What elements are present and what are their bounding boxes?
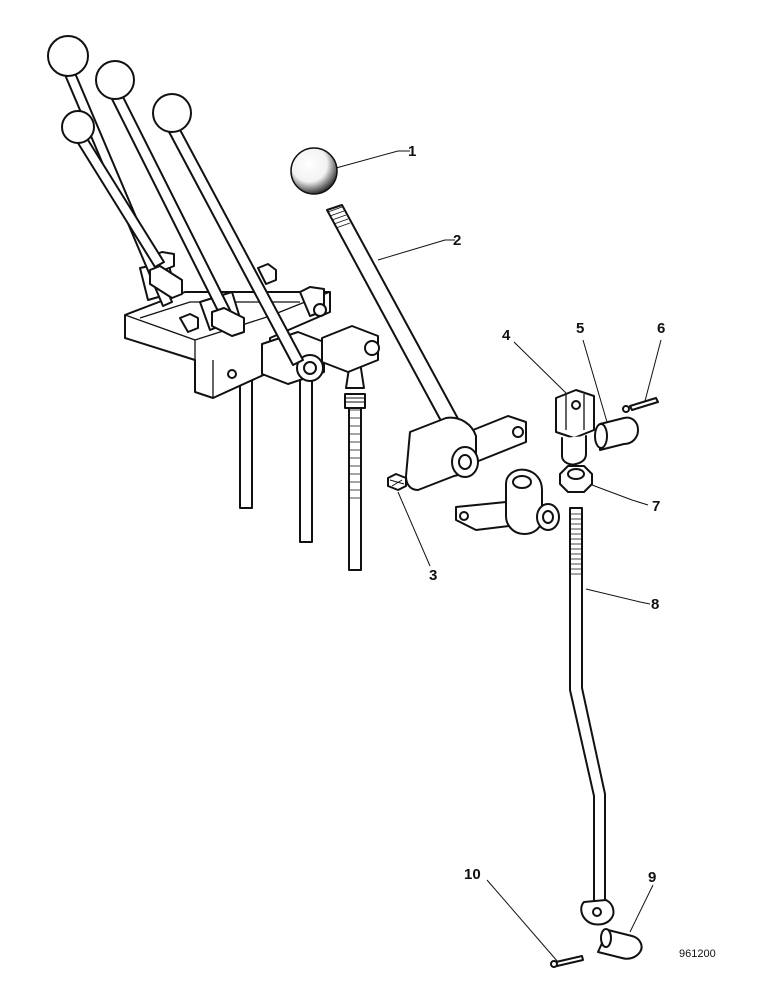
nut-part-7 xyxy=(559,465,593,493)
lever-knob xyxy=(152,93,192,133)
callout-10: 10 xyxy=(464,866,481,883)
existing-levers xyxy=(47,35,304,366)
callout-9: 9 xyxy=(648,869,656,886)
callout-5: 5 xyxy=(576,320,584,337)
callout-4: 4 xyxy=(502,327,511,344)
lever-knob xyxy=(95,60,135,100)
callout-3: 3 xyxy=(429,567,437,584)
split-pin-part-6 xyxy=(622,397,659,413)
screw-part-3 xyxy=(387,473,407,491)
drawing-reference-number: 961200 xyxy=(679,948,716,960)
clevis-part-4 xyxy=(555,389,595,466)
clevis-pin-part-5 xyxy=(594,416,639,451)
lever-bank-assembly xyxy=(47,35,380,571)
mounting-bracket xyxy=(455,468,560,535)
control-rods xyxy=(239,361,366,571)
callout-8: 8 xyxy=(651,596,659,613)
split-pin-part-10 xyxy=(550,955,584,968)
callout-1: 1 xyxy=(408,143,416,160)
lever-knob xyxy=(61,110,95,144)
callout-7: 7 xyxy=(652,498,660,515)
knob-part-1 xyxy=(290,147,338,195)
callout-2: 2 xyxy=(453,232,461,249)
clevis-pin-part-9 xyxy=(597,928,643,960)
operating-rod-part-8 xyxy=(569,507,615,926)
lever-part-2 xyxy=(326,204,527,491)
leader-lines xyxy=(335,150,662,963)
lever-knob xyxy=(47,35,89,77)
callout-labels: 1 2 3 4 5 6 7 8 9 10 xyxy=(408,143,665,886)
callout-6: 6 xyxy=(657,320,665,337)
